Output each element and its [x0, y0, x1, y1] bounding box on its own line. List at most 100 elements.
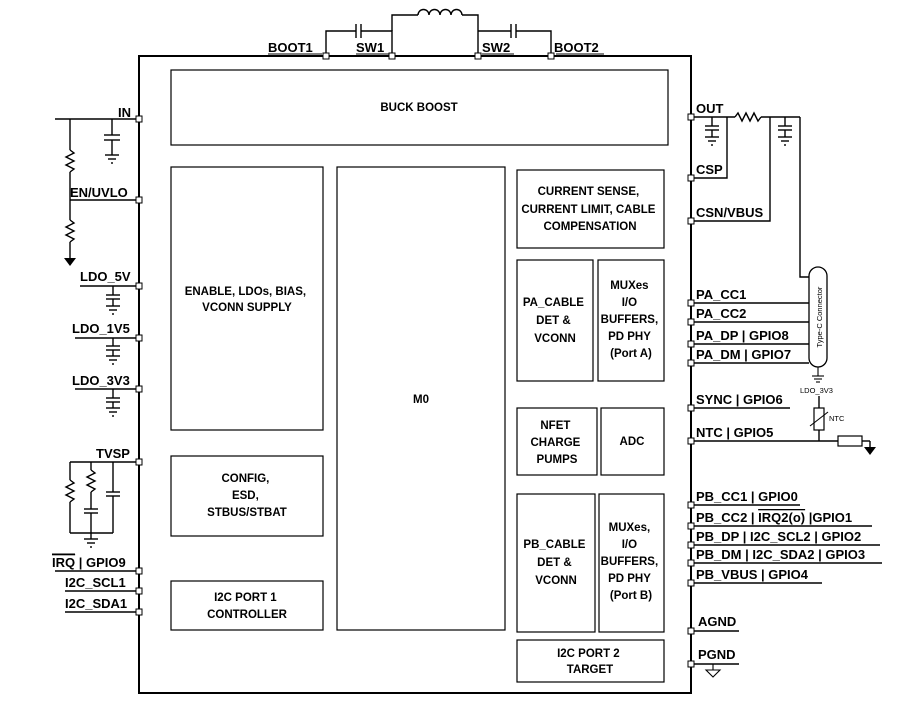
- pin-pb-vbus: PB_VBUS | GPIO4: [696, 567, 809, 582]
- pb-cable-label: PB_CABLE DET & VCONN: [523, 539, 588, 587]
- i2c2-line-1: I2C PORT 2: [557, 648, 620, 660]
- pin-boot1: BOOT1: [268, 40, 313, 55]
- i2c1-line-1: I2C PORT 1: [214, 592, 277, 604]
- pin-sw2: SW2: [482, 40, 510, 55]
- pin-sw1: SW1: [356, 40, 384, 55]
- i2c2-line-2: TARGET: [567, 664, 613, 676]
- left-external-circuit: [55, 118, 139, 613]
- block-mux-port-a: [597, 259, 665, 382]
- block-enable-ldo: [170, 166, 324, 431]
- nfet-line-3: PUMPS: [537, 454, 578, 466]
- right-external-circuit: [691, 111, 882, 678]
- pin-i2c-sda1: I2C_SDA1: [65, 596, 127, 611]
- pin-ntc: NTC | GPIO5: [696, 425, 773, 440]
- pb-cable-line-1: PB_CABLE: [523, 539, 585, 551]
- i2c-port1-label: I2C PORT 1 CONTROLLER: [207, 592, 288, 621]
- mux-a-line-1: MUXes: [610, 280, 648, 292]
- mux-port-b-label: MUXes, I/O BUFFERS, PD PHY (Port B): [601, 522, 662, 602]
- pin-pb-dm: PB_DM | I2C_SDA2 | GPIO3: [696, 547, 865, 562]
- right-pin-pads: [687, 113, 695, 668]
- block-mux-port-b: [598, 493, 665, 633]
- current-sense-line-1: CURRENT SENSE,: [538, 186, 640, 198]
- pa-cable-line-1: PA_CABLE: [523, 297, 584, 309]
- block-current-sense: [516, 169, 665, 249]
- pin-pa-cc2: PA_CC2: [696, 306, 746, 321]
- pb-cc2-label: PB_CC2 |: [696, 510, 758, 525]
- mux-b-line-4: PD PHY: [608, 573, 651, 585]
- pin-en-uvlo: EN/UVLO: [70, 185, 128, 200]
- pin-tvsp: TVSP: [96, 446, 130, 461]
- pin-sync: SYNC | GPIO6: [696, 392, 783, 407]
- top-pin-pads: [322, 52, 555, 60]
- block-pb-cable: [516, 493, 596, 633]
- pa-cable-label: PA_CABLE DET & VCONN: [523, 297, 587, 345]
- pb-cable-line-2: DET &: [537, 557, 572, 569]
- block-buck-boost: [170, 69, 669, 146]
- pin-pb-cc1: PB_CC1 | GPIO0: [696, 489, 798, 504]
- i2c1-line-2: CONTROLLER: [207, 609, 288, 621]
- i2c-port2-label: I2C PORT 2 TARGET: [557, 648, 623, 676]
- current-sense-line-2: CURRENT LIMIT, CABLE: [521, 204, 655, 216]
- pa-cable-line-2: DET &: [536, 315, 571, 327]
- typec-connector-label: Type-C Connector: [815, 286, 824, 347]
- pin-in: IN: [118, 105, 131, 120]
- pin-irq-gpio9: IRQ | GPIO9: [52, 555, 126, 570]
- pin-agnd: AGND: [698, 614, 736, 629]
- mux-a-line-2: I/O: [622, 297, 637, 309]
- top-external-circuit: [325, 8, 552, 56]
- irq-label: IRQ: [52, 555, 75, 570]
- pa-cable-line-3: VCONN: [534, 333, 576, 345]
- pin-boot2: BOOT2: [554, 40, 599, 55]
- config-line-3: STBUS/STBAT: [207, 507, 287, 519]
- enable-line-2: VCONN SUPPLY: [202, 302, 292, 314]
- mux-a-line-4: PD PHY: [608, 331, 651, 343]
- nfet-line-2: CHARGE: [530, 437, 580, 449]
- mux-b-line-1: MUXes,: [609, 522, 651, 534]
- pin-pa-cc1: PA_CC1: [696, 287, 746, 302]
- block-i2c-port2: [516, 639, 665, 683]
- config-line-2: ESD,: [232, 490, 259, 502]
- ntc-small-label: NTC: [829, 414, 845, 423]
- block-m0: [336, 166, 506, 631]
- m0-label: M0: [413, 394, 429, 406]
- mux-port-a-label: MUXes I/O BUFFERS, PD PHY (Port A): [601, 280, 662, 360]
- pin-pgnd: PGND: [698, 647, 736, 662]
- block-i2c-port1: [170, 580, 324, 631]
- irq2-label: IRQ2(o): [758, 510, 805, 525]
- pin-pa-dm: PA_DM | GPIO7: [696, 347, 791, 362]
- pin-ldo-3v3: LDO_3V3: [72, 373, 130, 388]
- pin-ldo-1v5: LDO_1V5: [72, 321, 130, 336]
- block-nfet-charge-pumps: [516, 407, 598, 476]
- mux-b-line-5: (Port B): [610, 590, 652, 602]
- current-sense-label: CURRENT SENSE, CURRENT LIMIT, CABLE COMP…: [521, 186, 658, 233]
- gpio1-label: |GPIO1: [805, 510, 852, 525]
- mux-b-line-3: BUFFERS,: [601, 556, 659, 568]
- config-esd-label: CONFIG, ESD, STBUS/STBAT: [207, 473, 287, 519]
- nfet-line-1: NFET: [540, 420, 570, 432]
- pin-csn-vbus: CSN/VBUS: [696, 205, 764, 220]
- pin-csp: CSP: [696, 162, 723, 177]
- config-line-1: CONFIG,: [221, 473, 269, 485]
- block-config-esd: [170, 455, 324, 537]
- current-sense-line-3: COMPENSATION: [543, 221, 636, 233]
- gpio9-label: | GPIO9: [75, 555, 126, 570]
- nfet-label: NFET CHARGE PUMPS: [530, 420, 583, 466]
- block-adc: [600, 407, 665, 476]
- pin-pb-dp: PB_DP | I2C_SCL2 | GPIO2: [696, 529, 861, 544]
- pin-ldo-5v: LDO_5V: [80, 269, 131, 284]
- mux-a-line-3: BUFFERS,: [601, 314, 659, 326]
- pin-out: OUT: [696, 101, 724, 116]
- ldo-3v3-small-label: LDO_3V3: [800, 386, 833, 395]
- adc-label: ADC: [620, 436, 645, 448]
- mux-a-line-5: (Port A): [610, 348, 652, 360]
- enable-line-1: ENABLE, LDOs, BIAS,: [185, 286, 306, 298]
- mux-b-line-2: I/O: [622, 539, 637, 551]
- pin-pa-dp: PA_DP | GPIO8: [696, 328, 789, 343]
- enable-ldo-label: ENABLE, LDOs, BIAS, VCONN SUPPLY: [185, 286, 310, 314]
- pin-i2c-scl1: I2C_SCL1: [65, 575, 126, 590]
- block-pa-cable: [516, 259, 594, 382]
- pb-cable-line-3: VCONN: [535, 575, 577, 587]
- pin-pb-cc2: PB_CC2 | IRQ2(o) |GPIO1: [696, 510, 852, 525]
- buck-boost-label: BUCK BOOST: [380, 102, 457, 114]
